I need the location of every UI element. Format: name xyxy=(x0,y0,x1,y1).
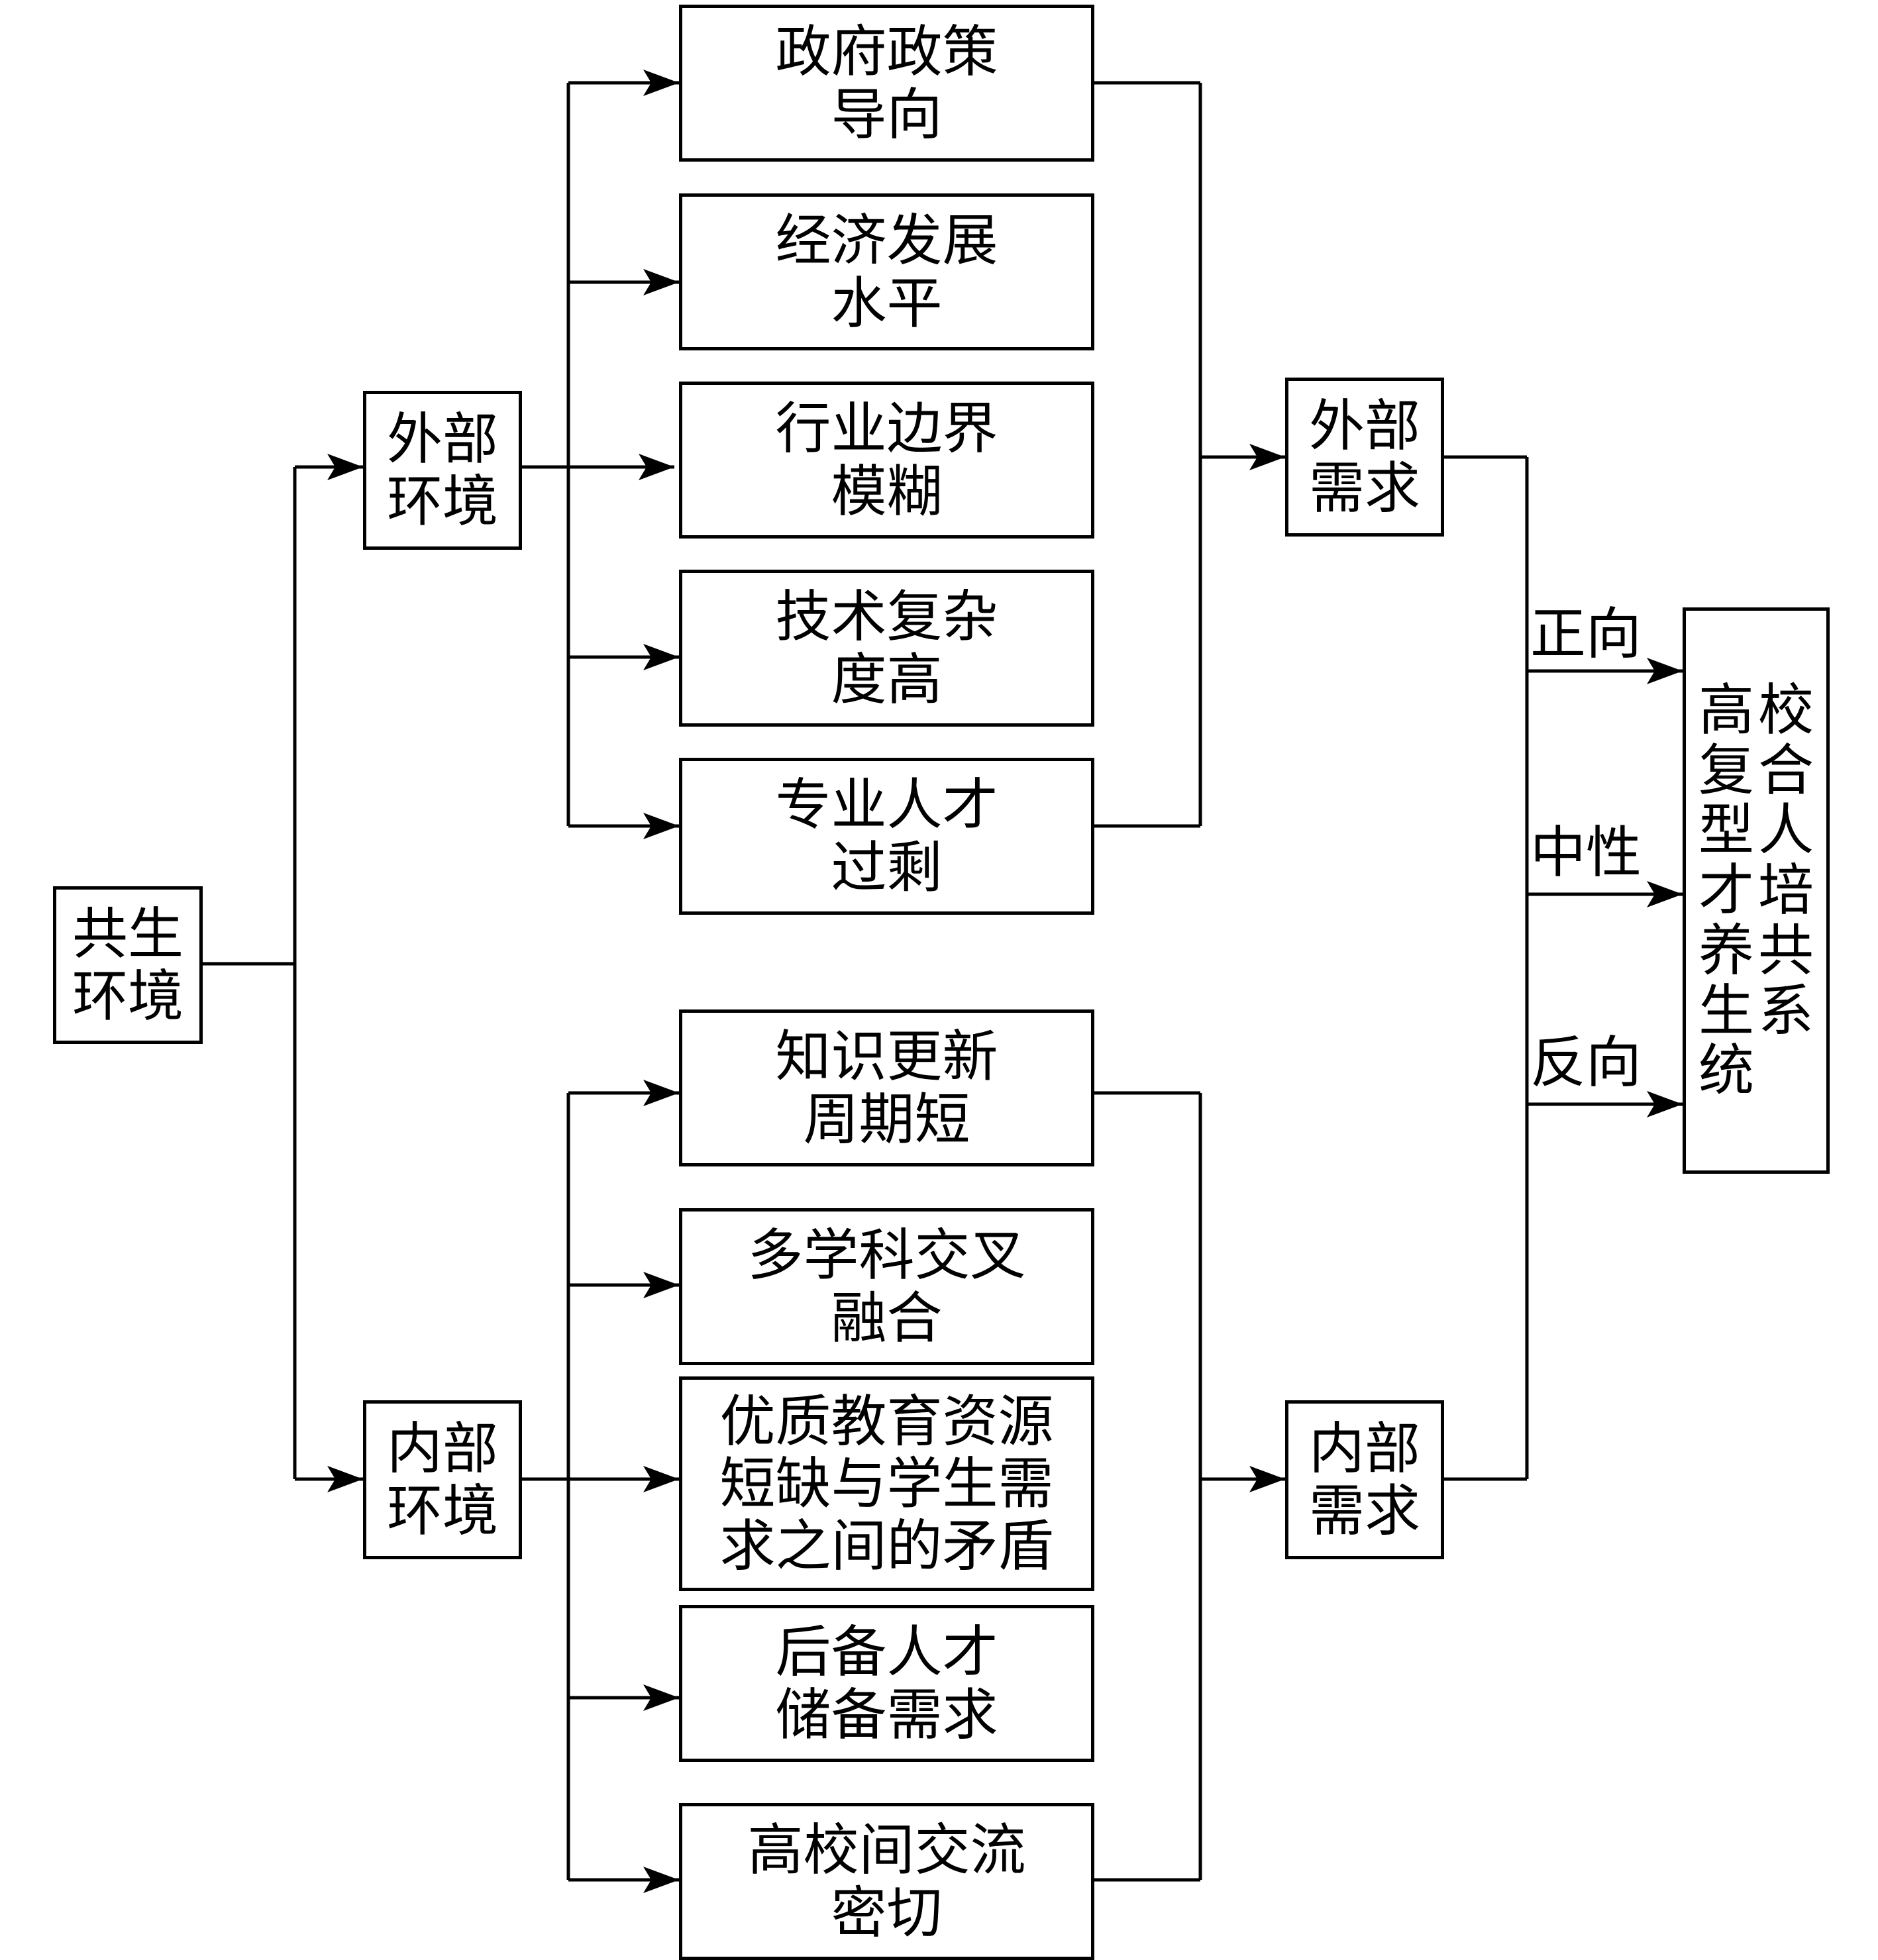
node-line: 储备需求 xyxy=(775,1682,998,1747)
result-char: 高 xyxy=(1698,677,1754,743)
result-char: 人 xyxy=(1758,798,1814,863)
node-line: 优质教育资源 xyxy=(719,1388,1054,1454)
edge-label-positive: 正向 xyxy=(1530,601,1642,666)
node-line: 环境 xyxy=(386,1478,498,1543)
node-line: 内部 xyxy=(386,1416,498,1481)
symbiotic-environment-node: 共生 环境 xyxy=(53,886,203,1044)
node-line: 融合 xyxy=(831,1285,943,1351)
node-line: 过剩 xyxy=(831,835,943,900)
external-factor-industry-boundary: 行业边界 模糊 xyxy=(679,382,1094,539)
external-factor-talent-surplus: 专业人才 过剩 xyxy=(679,758,1094,915)
node-line: 水平 xyxy=(831,270,943,336)
node-line: 行业边界 xyxy=(775,396,998,462)
internal-factor-resource-shortage: 优质教育资源 短缺与学生需 求之间的矛盾 xyxy=(679,1376,1094,1591)
node-line: 需求 xyxy=(1308,1478,1420,1543)
internal-factor-reserve-talent: 后备人才 储备需求 xyxy=(679,1605,1094,1762)
edge-label-neutral: 中性 xyxy=(1530,820,1642,885)
external-demand-node: 外部 需求 xyxy=(1285,378,1444,537)
node-line: 后备人才 xyxy=(775,1620,998,1685)
node-line: 环境 xyxy=(386,469,498,534)
node-line: 技术复杂 xyxy=(775,584,998,650)
result-char: 培 xyxy=(1758,858,1814,923)
external-factor-tech-complexity: 技术复杂 度高 xyxy=(679,570,1094,727)
result-right-column: 校 合 人 培 共 系 xyxy=(1758,680,1814,1101)
node-line: 内部 xyxy=(1308,1416,1420,1481)
result-char: 型 xyxy=(1698,798,1754,863)
result-char: 共 xyxy=(1758,917,1814,983)
node-line: 密切 xyxy=(831,1880,943,1945)
result-char: 系 xyxy=(1758,978,1814,1043)
edge-label-negative: 反向 xyxy=(1530,1030,1642,1095)
result-char: 养 xyxy=(1698,917,1754,983)
result-char: 才 xyxy=(1698,858,1754,923)
external-environment-node: 外部 环境 xyxy=(363,391,522,550)
node-line: 环境 xyxy=(72,964,183,1029)
university-talent-symbiosis-system-node: 高 复 型 才 养 生 统 校 合 人 培 共 系 xyxy=(1683,607,1830,1174)
result-left-column: 高 复 型 才 养 生 统 xyxy=(1698,680,1754,1101)
result-char: 复 xyxy=(1698,737,1754,803)
node-line: 外部 xyxy=(1308,393,1420,458)
internal-demand-node: 内部 需求 xyxy=(1285,1400,1444,1559)
node-line: 经济发展 xyxy=(775,208,998,274)
node-line: 共生 xyxy=(72,901,183,966)
result-text-grid: 高 复 型 才 养 生 统 校 合 人 培 共 系 xyxy=(1698,680,1814,1101)
node-line: 外部 xyxy=(386,406,498,472)
result-char: 合 xyxy=(1758,737,1814,803)
result-char: 校 xyxy=(1758,677,1814,743)
node-line: 求之间的矛盾 xyxy=(719,1514,1054,1579)
node-line: 多学科交叉 xyxy=(747,1223,1026,1288)
node-line: 模糊 xyxy=(831,458,943,524)
node-line: 需求 xyxy=(1308,456,1420,521)
node-line: 导向 xyxy=(831,81,943,147)
internal-environment-node: 内部 环境 xyxy=(363,1400,522,1559)
external-factor-policy: 政府政策 导向 xyxy=(679,5,1094,162)
internal-factor-interdisciplinary: 多学科交叉 融合 xyxy=(679,1208,1094,1365)
result-char: 统 xyxy=(1698,1038,1754,1104)
external-factor-economy: 经济发展 水平 xyxy=(679,193,1094,350)
node-line: 短缺与学生需 xyxy=(719,1451,1054,1516)
node-line: 知识更新 xyxy=(775,1024,998,1090)
internal-factor-knowledge-cycle: 知识更新 周期短 xyxy=(679,1009,1094,1166)
result-char: 生 xyxy=(1698,978,1754,1043)
node-line: 高校间交流 xyxy=(747,1818,1026,1883)
node-line: 度高 xyxy=(831,646,943,712)
node-line: 周期短 xyxy=(803,1086,970,1152)
internal-factor-university-exchange: 高校间交流 密切 xyxy=(679,1803,1094,1960)
node-line: 专业人才 xyxy=(775,772,998,838)
node-line: 政府政策 xyxy=(775,19,998,85)
